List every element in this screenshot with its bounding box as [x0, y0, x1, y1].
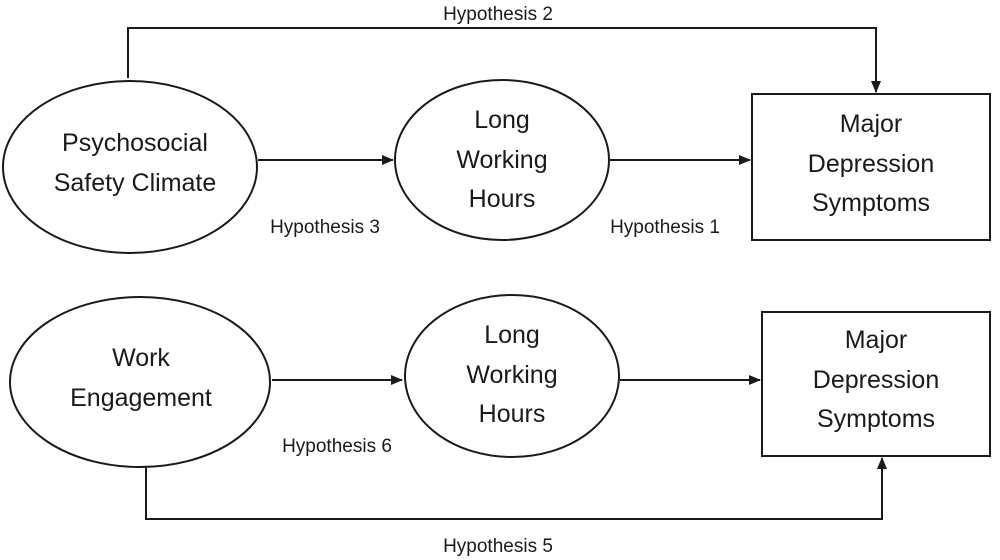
long-working-hours-line-3: Hours	[469, 185, 536, 213]
work-engagement-node: Work Engagement	[9, 296, 271, 468]
major-depression-symptoms-line-3: Symptoms	[817, 405, 935, 433]
psychosocial-safety-climate-line-1: Psychosocial	[62, 129, 208, 157]
hypothesis-2-arrow	[127, 27, 881, 93]
long-working-hours-line-3: Hours	[479, 400, 546, 428]
psychosocial-safety-climate-line-2: Safety Climate	[54, 169, 217, 197]
hypothesis-2-label: Hypothesis 2	[443, 4, 553, 25]
long-working-hours-line-1: Long	[474, 106, 530, 134]
major-depression-symptoms-line-3: Symptoms	[812, 189, 930, 217]
hypothesis-3-label: Hypothesis 3	[270, 217, 380, 238]
major-depression-symptoms-line-1: Major	[840, 110, 903, 138]
work-engagement-line-1: Work	[112, 344, 170, 372]
major-depression-symptoms-node: Major Depression Symptoms	[751, 93, 991, 241]
long-working-hours-line-1: Long	[484, 321, 540, 349]
hypothesis-1-label: Hypothesis 1	[610, 217, 720, 238]
bottom-model: Work Engagement Hypothesis 6 Long Workin…	[9, 294, 991, 557]
psychosocial-safety-climate-node: Psychosocial Safety Climate	[2, 80, 258, 254]
hypothesis-5-arrow	[145, 457, 887, 520]
major-depression-symptoms-node: Major Depression Symptoms	[761, 311, 991, 457]
top-model: Hypothesis 2 Psychosocial Safety Climate…	[2, 4, 991, 254]
major-depression-symptoms-line-2: Depression	[808, 150, 934, 178]
work-engagement-line-2: Engagement	[70, 384, 212, 412]
hypothesis-6-label: Hypothesis 6	[282, 436, 392, 457]
major-depression-symptoms-line-2: Depression	[813, 366, 939, 394]
long-working-hours-node: Long Working Hours	[404, 294, 620, 458]
long-working-hours-line-2: Working	[466, 361, 557, 389]
hypothesis-5-label: Hypothesis 5	[443, 536, 553, 557]
major-depression-symptoms-line-1: Major	[845, 326, 908, 354]
long-working-hours-node: Long Working Hours	[394, 79, 610, 241]
long-working-hours-line-2: Working	[456, 146, 547, 174]
